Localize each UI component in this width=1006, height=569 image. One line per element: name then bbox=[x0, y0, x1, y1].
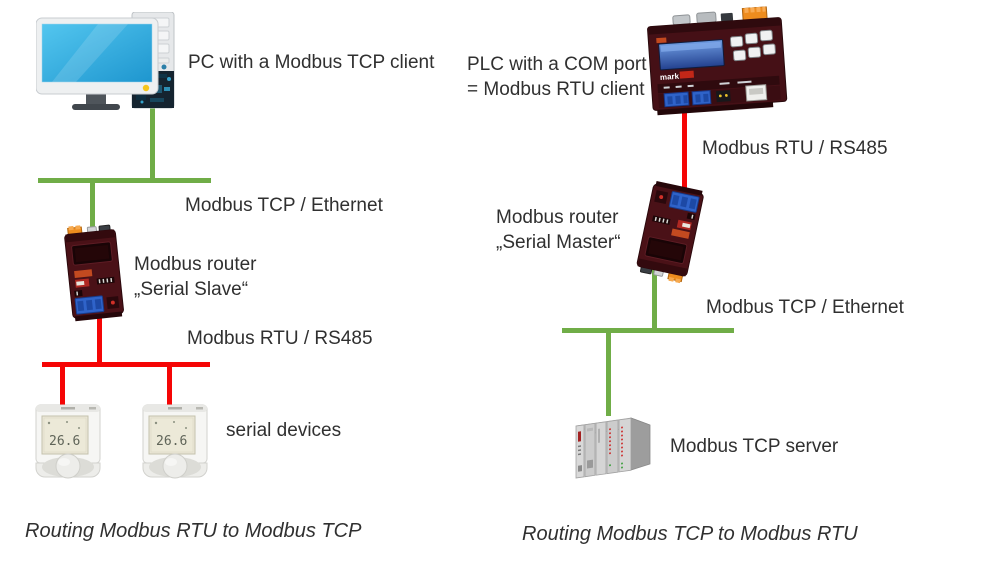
ethernet-line-pc-drop bbox=[150, 108, 155, 182]
thermostat-1-device: 26.6 bbox=[33, 404, 103, 482]
plc-label: PLC with a COM port = Modbus RTU client bbox=[467, 52, 647, 102]
caption-left-text: Routing Modbus RTU to Modbus TCP bbox=[25, 520, 362, 542]
serial-left-label: Modbus RTU / RS485 bbox=[187, 326, 373, 351]
thermostat-icon: 26.6 bbox=[142, 404, 208, 479]
router-left-label-line1: Modbus router bbox=[134, 254, 257, 275]
modbus-tcp-server-device bbox=[570, 404, 662, 486]
thermostat-icon: 26.6 bbox=[35, 404, 101, 479]
pc-device bbox=[35, 11, 178, 112]
serial-right-label: Modbus RTU / RS485 bbox=[702, 136, 888, 161]
pc-label: PC with a Modbus TCP client bbox=[188, 50, 434, 75]
svg-text:26.6: 26.6 bbox=[49, 434, 80, 449]
ethernet-line-router-right bbox=[652, 264, 657, 332]
serial-devices-label-text: serial devices bbox=[226, 420, 342, 441]
server-label-text: Modbus TCP server bbox=[670, 436, 839, 457]
plc-icon: mark bbox=[647, 5, 788, 116]
plc-label-line1: PLC with a COM port bbox=[467, 54, 647, 75]
serial-drop-thermostat-1 bbox=[60, 366, 65, 408]
ethernet-bus-left bbox=[38, 178, 211, 183]
serial-bus-left bbox=[42, 362, 210, 367]
caption-right-text: Routing Modbus TCP to Modbus RTU bbox=[522, 523, 858, 545]
pc-icon bbox=[35, 11, 175, 110]
modbus-router-left-device bbox=[57, 221, 131, 325]
ethernet-right-label-text: Modbus TCP / Ethernet bbox=[706, 297, 904, 318]
modbus-router-right-device bbox=[629, 176, 712, 285]
serial-line-router-left bbox=[97, 314, 102, 366]
modbus-router-icon bbox=[64, 224, 124, 322]
modbus-router-icon bbox=[636, 181, 704, 284]
caption-right: Routing Modbus TCP to Modbus RTU bbox=[522, 523, 858, 546]
pc-label-text: PC with a Modbus TCP client bbox=[188, 52, 435, 73]
server-label: Modbus TCP server bbox=[670, 434, 838, 459]
router-left-label-line2: „Serial Slave“ bbox=[134, 279, 249, 300]
ethernet-drop-server bbox=[606, 332, 611, 416]
server-rack-icon bbox=[575, 417, 651, 479]
ethernet-bus-right bbox=[562, 328, 734, 333]
thermostat-2-device: 26.6 bbox=[140, 404, 210, 482]
serial-line-plc bbox=[682, 110, 687, 194]
serial-devices-label: serial devices bbox=[226, 418, 341, 443]
serial-left-label-text: Modbus RTU / RS485 bbox=[187, 328, 373, 349]
plc-device: mark bbox=[645, 5, 790, 118]
ethernet-right-label: Modbus TCP / Ethernet bbox=[706, 295, 904, 320]
ethernet-left-label: Modbus TCP / Ethernet bbox=[185, 193, 383, 218]
ethernet-left-label-text: Modbus TCP / Ethernet bbox=[185, 195, 383, 216]
router-right-label: Modbus router „Serial Master“ bbox=[496, 205, 621, 255]
plc-label-line2: = Modbus RTU client bbox=[467, 79, 645, 100]
caption-left: Routing Modbus RTU to Modbus TCP bbox=[25, 520, 361, 543]
svg-text:mark: mark bbox=[660, 72, 680, 82]
serial-drop-thermostat-2 bbox=[167, 366, 172, 408]
router-right-label-line1: Modbus router bbox=[496, 207, 619, 228]
serial-right-label-text: Modbus RTU / RS485 bbox=[702, 138, 888, 159]
svg-text:26.6: 26.6 bbox=[156, 434, 187, 449]
router-left-label: Modbus router „Serial Slave“ bbox=[134, 252, 257, 302]
ethernet-line-router-left bbox=[90, 182, 95, 228]
router-right-label-line2: „Serial Master“ bbox=[496, 232, 621, 253]
